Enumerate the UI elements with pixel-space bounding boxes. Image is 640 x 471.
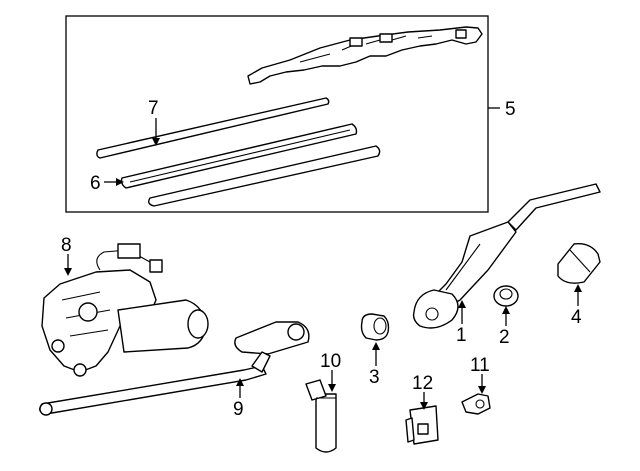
callout-7: 7	[148, 98, 159, 119]
callout-11: 11	[470, 355, 490, 376]
callout-8: 8	[61, 235, 72, 256]
callout-12: 12	[412, 373, 433, 394]
wiper-rubber-strip	[147, 145, 381, 207]
blade-assembly-box	[65, 15, 489, 213]
leader-lines	[64, 107, 582, 410]
callout-5: 5	[505, 99, 516, 120]
callout-6: 6	[90, 173, 101, 194]
washer-nozzle	[461, 393, 491, 415]
callout-9: 9	[233, 399, 244, 420]
nut	[493, 285, 519, 307]
washer-pump	[405, 405, 439, 445]
grommet	[360, 313, 390, 341]
callout-3: 3	[369, 367, 380, 388]
callout-labels: 5 7 6 8 1 2 4 3 9 10 11 12	[61, 98, 582, 420]
callout-2: 2	[499, 327, 510, 348]
callout-4: 4	[571, 307, 582, 328]
washer-bottle	[305, 379, 337, 453]
wiper-arm	[412, 183, 601, 329]
callout-1: 1	[456, 325, 467, 346]
wiper-linkage	[39, 321, 310, 416]
wiper-blade-frame	[247, 26, 483, 85]
callout-10: 10	[320, 351, 341, 372]
arm-cap	[557, 243, 601, 284]
wiper-motor	[41, 243, 209, 377]
